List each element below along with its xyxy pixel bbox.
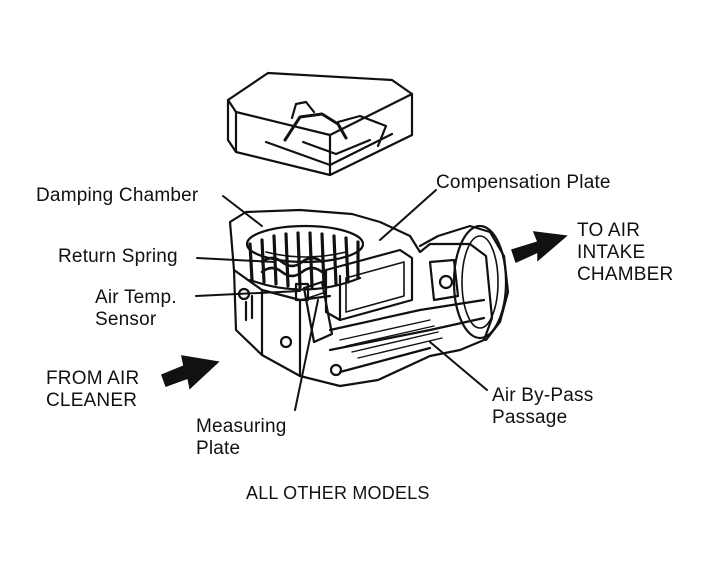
return-spring-label: Return Spring	[58, 246, 178, 267]
air-temp-sensor-label: Air Temp. Sensor	[95, 287, 177, 330]
outlet-arrow	[511, 231, 568, 264]
diagram-caption: ALL OTHER MODELS	[246, 483, 430, 503]
bypass-passage	[339, 319, 443, 359]
compensation-plate-label: Compensation Plate	[436, 172, 611, 193]
to-air-intake-label: TO AIR INTAKE CHAMBER	[577, 220, 674, 285]
inlet-arrow	[161, 355, 220, 390]
main-housing	[228, 208, 494, 388]
outlet-duct	[418, 224, 510, 342]
damping-chamber-label: Damping Chamber	[36, 185, 199, 206]
removed-cover	[226, 71, 414, 177]
measuring-plate-label: Measuring Plate	[196, 416, 287, 459]
air-bypass-passage-label: Air By-Pass Passage	[492, 385, 594, 428]
leader-lines	[195, 189, 488, 411]
from-air-cleaner-label: FROM AIR CLEANER	[46, 368, 140, 411]
compensation-plate	[324, 248, 414, 322]
return-spring	[260, 256, 324, 278]
